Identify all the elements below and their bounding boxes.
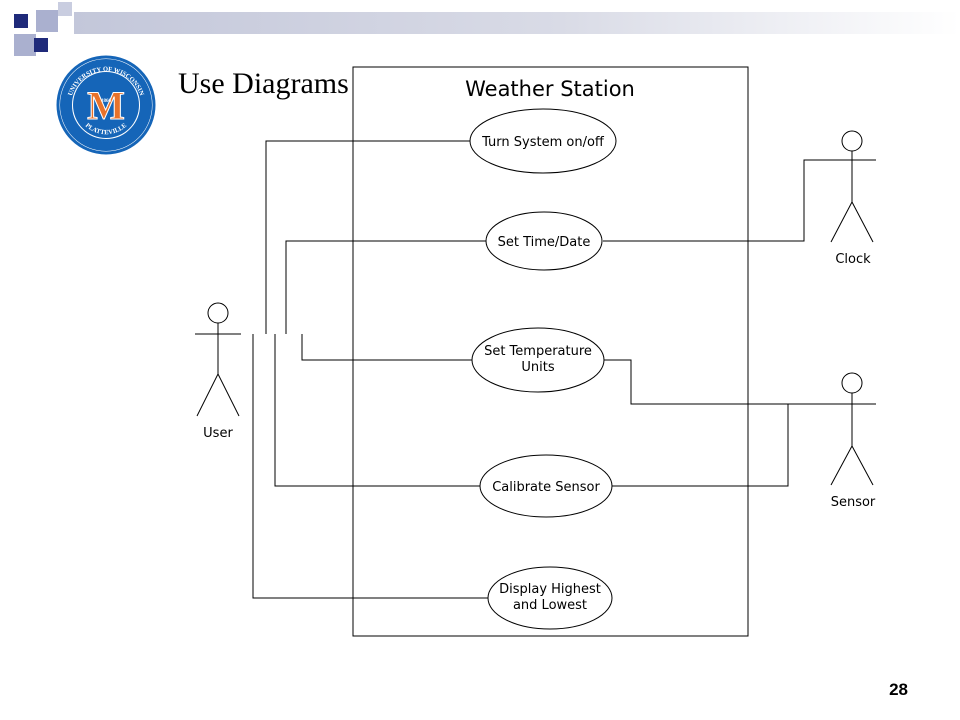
deco-square-dark-2 <box>34 38 48 52</box>
seal-letter: M <box>87 83 125 128</box>
university-seal-icon: UNIVERSITY OF WISCONSIN PLATTEVILLE M 18… <box>56 55 156 155</box>
line-set-temp-sensor <box>604 359 852 405</box>
deco-square-light-2 <box>14 34 36 56</box>
deco-square-light-3 <box>58 2 72 16</box>
line-user-turn-system <box>265 140 470 334</box>
actor-sensor-figure <box>829 372 876 486</box>
use-case-display-label-1: Display Highest <box>499 582 601 597</box>
deco-square-light-1 <box>36 10 58 32</box>
use-case-turn-system-ellipse <box>469 108 617 174</box>
use-case-set-temp-label-2: Units <box>521 360 554 375</box>
seal-year: 1866 <box>101 99 112 104</box>
actor-clock-figure <box>829 130 876 243</box>
use-case-calibrate-ellipse <box>479 454 613 518</box>
decorative-squares <box>14 2 72 56</box>
line-user-display <box>252 334 488 599</box>
use-case-set-temp-ellipse <box>471 327 605 393</box>
actor-user-figure <box>195 302 241 417</box>
use-case-set-temp-label-1: Set Temperature <box>484 344 592 359</box>
actor-user-label: User <box>203 426 233 441</box>
page-number: 28 <box>889 680 908 699</box>
line-user-calibrate <box>274 334 480 487</box>
use-case-calibrate-label: Calibrate Sensor <box>492 480 600 495</box>
title-gradient-bar <box>74 12 960 34</box>
line-set-time-clock <box>603 159 852 242</box>
line-user-set-temp <box>301 334 472 361</box>
seal-inner <box>73 72 139 138</box>
use-case-display-ellipse <box>487 566 613 630</box>
actor-clock-label: Clock <box>835 252 871 267</box>
line-calibrate-sensor <box>612 404 789 487</box>
deco-square-dark-1 <box>14 14 28 28</box>
line-user-set-time <box>285 240 486 334</box>
use-case-display-label-2: and Lowest <box>513 598 587 613</box>
system-boundary <box>352 66 749 637</box>
actor-sensor-label: Sensor <box>831 495 876 510</box>
use-case-set-time-ellipse <box>485 211 603 271</box>
seal-ring-band <box>60 59 152 151</box>
slide-title: Use Diagrams <box>178 67 349 100</box>
use-case-set-time-label: Set Time/Date <box>498 235 591 250</box>
system-title: Weather Station <box>465 77 635 101</box>
use-case-turn-system-label: Turn System on/off <box>481 135 605 150</box>
